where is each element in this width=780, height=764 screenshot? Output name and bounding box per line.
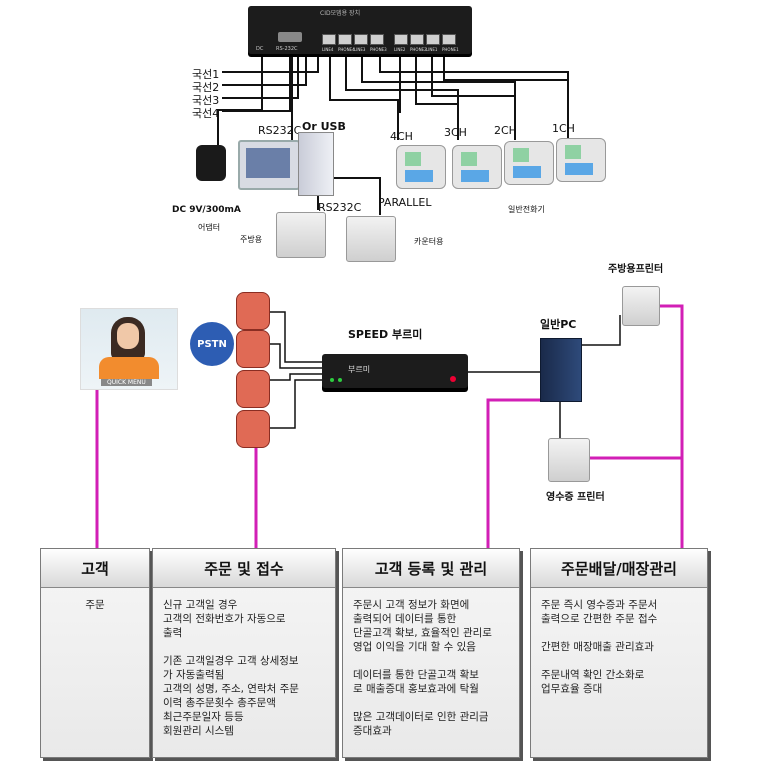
panel-text: 주문 [85, 599, 105, 611]
panel-title: 고객 등록 및 관리 [343, 549, 519, 588]
kitchen-printer-title: 주방용프린터 [608, 264, 664, 275]
red-phone-icon [236, 370, 270, 408]
panel-text: 신규 고객일 경우 고객의 전화번호가 자동으로 출력 [163, 599, 286, 639]
kitchen-printer-label: 주방용 [240, 235, 263, 244]
phone-3ch-icon [452, 145, 502, 189]
dc-jack-label: DC [256, 46, 264, 52]
receipt-printer-icon [548, 438, 590, 482]
ch1-label: 1CH [552, 122, 575, 135]
panel-text: 주문내역 확인 간소화로 업무효율 증대 [541, 669, 645, 695]
quick-menu-tag: QUICK MENU [101, 379, 152, 386]
kitchen-printer-mid-icon [622, 286, 660, 326]
port-label: PHONE2 [410, 47, 427, 52]
port-line4 [322, 34, 336, 45]
counter-printer-icon [346, 216, 396, 262]
panel-text: 주문시 고객 정보가 화면에 출력되어 데이터를 통한 단골고객 확보, 효율적… [353, 599, 492, 653]
port-label: PHONE4 [338, 47, 355, 52]
rs232c-label: RS232C [258, 124, 302, 137]
rs232-port-label: RS-232C [276, 46, 298, 52]
port-line1 [426, 34, 440, 45]
normal-phone-label: 일반전화기 [508, 205, 545, 214]
phone-2ch-icon [504, 141, 554, 185]
panel-customer-management: 고객 등록 및 관리 주문시 고객 정보가 화면에 출력되어 데이터를 통한 단… [342, 548, 520, 758]
adapter-label: 어댑터 [198, 223, 221, 232]
panel-title: 주문 및 접수 [153, 549, 335, 588]
pc-tower-icon-mid [540, 338, 582, 402]
panel-text: 기존 고객일경우 고객 상세정보 가 자동출력됨 고객의 성명, 주소, 연락처… [163, 655, 299, 737]
port-label: LINE1 [426, 47, 438, 52]
speed-burumi-label: SPEED 부르미 [348, 328, 423, 341]
parallel-label: PARALLEL [378, 196, 432, 209]
trunk-line-4: 국선4 [192, 107, 220, 120]
panel-order-reception: 주문 및 접수 신규 고객일 경우 고객의 전화번호가 자동으로 출력 기존 고… [152, 548, 336, 758]
pstn-cloud: PSTN [190, 322, 234, 366]
ch4-label: 4CH [390, 130, 413, 143]
pc-tower-icon [298, 132, 334, 196]
panel-text: 간편한 매장매출 관리효과 [541, 641, 654, 653]
port-line3 [354, 34, 368, 45]
counter-printer-label: 카운터용 [414, 237, 444, 246]
trunk-line-1: 국선1 [192, 68, 220, 81]
port-line2 [394, 34, 408, 45]
red-phone-icon [236, 410, 270, 448]
port-label: PHONE1 [442, 47, 459, 52]
panel-title: 고객 [41, 549, 149, 588]
ch2-label: 2CH [494, 124, 517, 137]
trunk-line-2: 국선2 [192, 81, 220, 94]
or-usb-label: Or USB [302, 120, 346, 133]
receipt-printer-label: 영수증 프린터 [546, 492, 605, 503]
red-phone-icon [236, 330, 270, 368]
pstn-label: PSTN [197, 338, 227, 350]
panel-customer: 고객 주문 [40, 548, 150, 758]
phone-1ch-icon [556, 138, 606, 182]
device-brand: 부르미 [348, 365, 371, 374]
port-phone4 [338, 34, 352, 45]
power-adapter-icon [196, 145, 226, 181]
pc-label: 일반PC [540, 318, 577, 331]
port-label: LINE3 [354, 47, 366, 52]
panel-delivery-store: 주문배달/매장관리 주문 즉시 영수증과 주문서 출력으로 간편한 주문 접수 … [530, 548, 708, 758]
port-phone2 [410, 34, 424, 45]
panel-text: 주문 즉시 영수증과 주문서 출력으로 간편한 주문 접수 [541, 599, 658, 625]
monitor-icon [238, 140, 300, 190]
panel-title: 주문배달/매장관리 [531, 549, 707, 588]
panel-text: 많은 고객데이터로 인한 관리금 증대효과 [353, 711, 489, 737]
hub-title: CID모뎀용 장치 [320, 10, 361, 17]
kitchen-printer-icon [276, 212, 326, 258]
port-label: LINE4 [322, 47, 334, 52]
speed-burumi-device: 부르미 [322, 354, 468, 388]
port-phone3 [370, 34, 384, 45]
rs232c-printer-label: RS232C [318, 201, 362, 214]
red-phone-icon [236, 292, 270, 330]
operator-photo: QUICK MENU [80, 308, 178, 390]
port-label: LINE2 [394, 47, 406, 52]
rs232-port [278, 32, 302, 42]
phone-4ch-icon [396, 145, 446, 189]
trunk-line-3: 국선3 [192, 94, 220, 107]
port-phone1 [442, 34, 456, 45]
port-label: PHONE3 [370, 47, 387, 52]
panel-text: 데이터를 통한 단골고객 확보 로 매출증대 홍보효과에 탁월 [353, 669, 479, 695]
cid-hub-device: CID모뎀용 장치 DC RS-232C LINE4 PHONE4 LINE3 … [248, 6, 472, 54]
dc-adapter-spec: DC 9V/300mA [172, 205, 241, 215]
ch3-label: 3CH [444, 126, 467, 139]
